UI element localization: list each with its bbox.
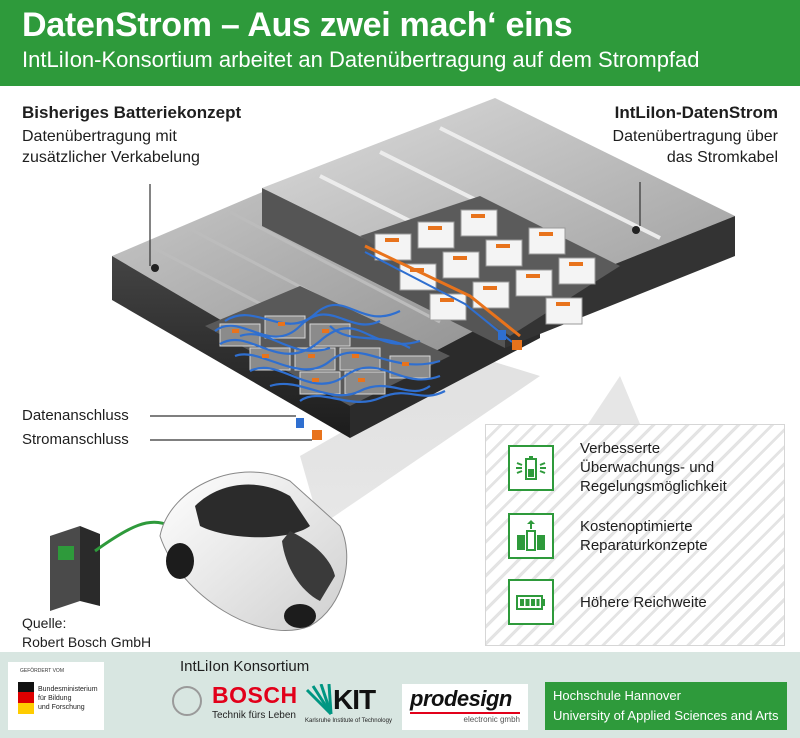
benefit-monitoring-text: Verbesserte Überwachungs- und Regelungsm… (580, 440, 727, 495)
header-banner: DatenStrom – Aus zwei mach‘ eins IntLiIo… (0, 0, 800, 86)
charging-station (50, 520, 171, 611)
kit-fan-icon (305, 684, 333, 716)
callout-tail (588, 376, 640, 424)
battery-monitoring-icon (508, 444, 554, 491)
electric-car (159, 471, 348, 631)
source-name: Robert Bosch GmbH (22, 634, 152, 650)
source-label: Quelle: (22, 615, 67, 631)
benefit-repair-text: Kostenoptimierte Reparaturkonzepte (580, 518, 708, 554)
bmbf-logo: GEFÖRDERT VOM Bundesministerium für Bild… (8, 662, 104, 730)
intliion-concept-label: IntLiIon-DatenStrom Datenübertragung übe… (613, 102, 778, 168)
bosch-logo: BOSCH Technik fürs Leben (172, 682, 297, 732)
intliion-concept-line2: das Stromkabel (666, 149, 778, 166)
battery-illustration (50, 98, 735, 631)
conventional-connectors (232, 322, 409, 382)
consortium-label: IntLiIon Konsortium (180, 658, 310, 675)
conventional-concept-heading: Bisheriges Batteriekonzept (22, 103, 242, 122)
conventional-concept-line1: Datenübertragung mit (22, 128, 177, 145)
extra-data-cabling (214, 303, 446, 403)
leader-lines (149, 182, 641, 441)
bosch-armature-icon (172, 686, 202, 716)
data-connector-label: Datenanschluss (22, 407, 129, 424)
power-port (312, 430, 322, 440)
battery-cells-repair-icon (508, 513, 554, 559)
intliion-concept-line1: Datenübertragung über (612, 128, 778, 145)
page-title: DatenStrom – Aus zwei mach‘ eins (22, 6, 573, 44)
hochschule-hannover-logo: Hochschule Hannover University of Applie… (545, 682, 787, 730)
benefit-repair: Kostenoptimierte Reparaturkonzepte (508, 513, 790, 559)
battery-range-icon (508, 579, 554, 625)
intliion-concept-heading: IntLiIon-DatenStrom (614, 103, 778, 122)
prodesign-logo: prodesign electronic gmbh (402, 684, 528, 730)
power-path-wiring (364, 244, 521, 338)
highlight-beam (300, 356, 540, 526)
kit-logo: KIT Karlsruhe Institute of Technology (305, 684, 392, 724)
partner-footer: IntLiIon Konsortium GEFÖRDERT VOM Bundes… (0, 652, 800, 738)
data-port (296, 418, 304, 428)
federal-eagle-icon (18, 682, 34, 714)
benefits-panel: Verbesserte Überwachungs- und Regelungsm… (485, 424, 785, 646)
benefit-range: Höhere Reichweite (508, 579, 790, 625)
benefit-monitoring: Verbesserte Überwachungs- und Regelungsm… (508, 439, 790, 496)
conventional-concept-label: Bisheriges Batteriekonzept Datenübertrag… (22, 102, 241, 168)
illustration-area: Bisheriges Batteriekonzept Datenübertrag… (0, 86, 800, 652)
power-connector-label: Stromanschluss (22, 431, 129, 448)
page-subtitle: IntLiIon-Konsortium arbeitet an Datenübe… (22, 47, 700, 72)
conventional-concept-line2: zusätzlicher Verkabelung (22, 149, 200, 166)
intliion-battery-pack (262, 98, 735, 350)
benefit-range-text: Höhere Reichweite (580, 593, 707, 611)
image-source: Quelle: Robert Bosch GmbH (22, 614, 151, 652)
